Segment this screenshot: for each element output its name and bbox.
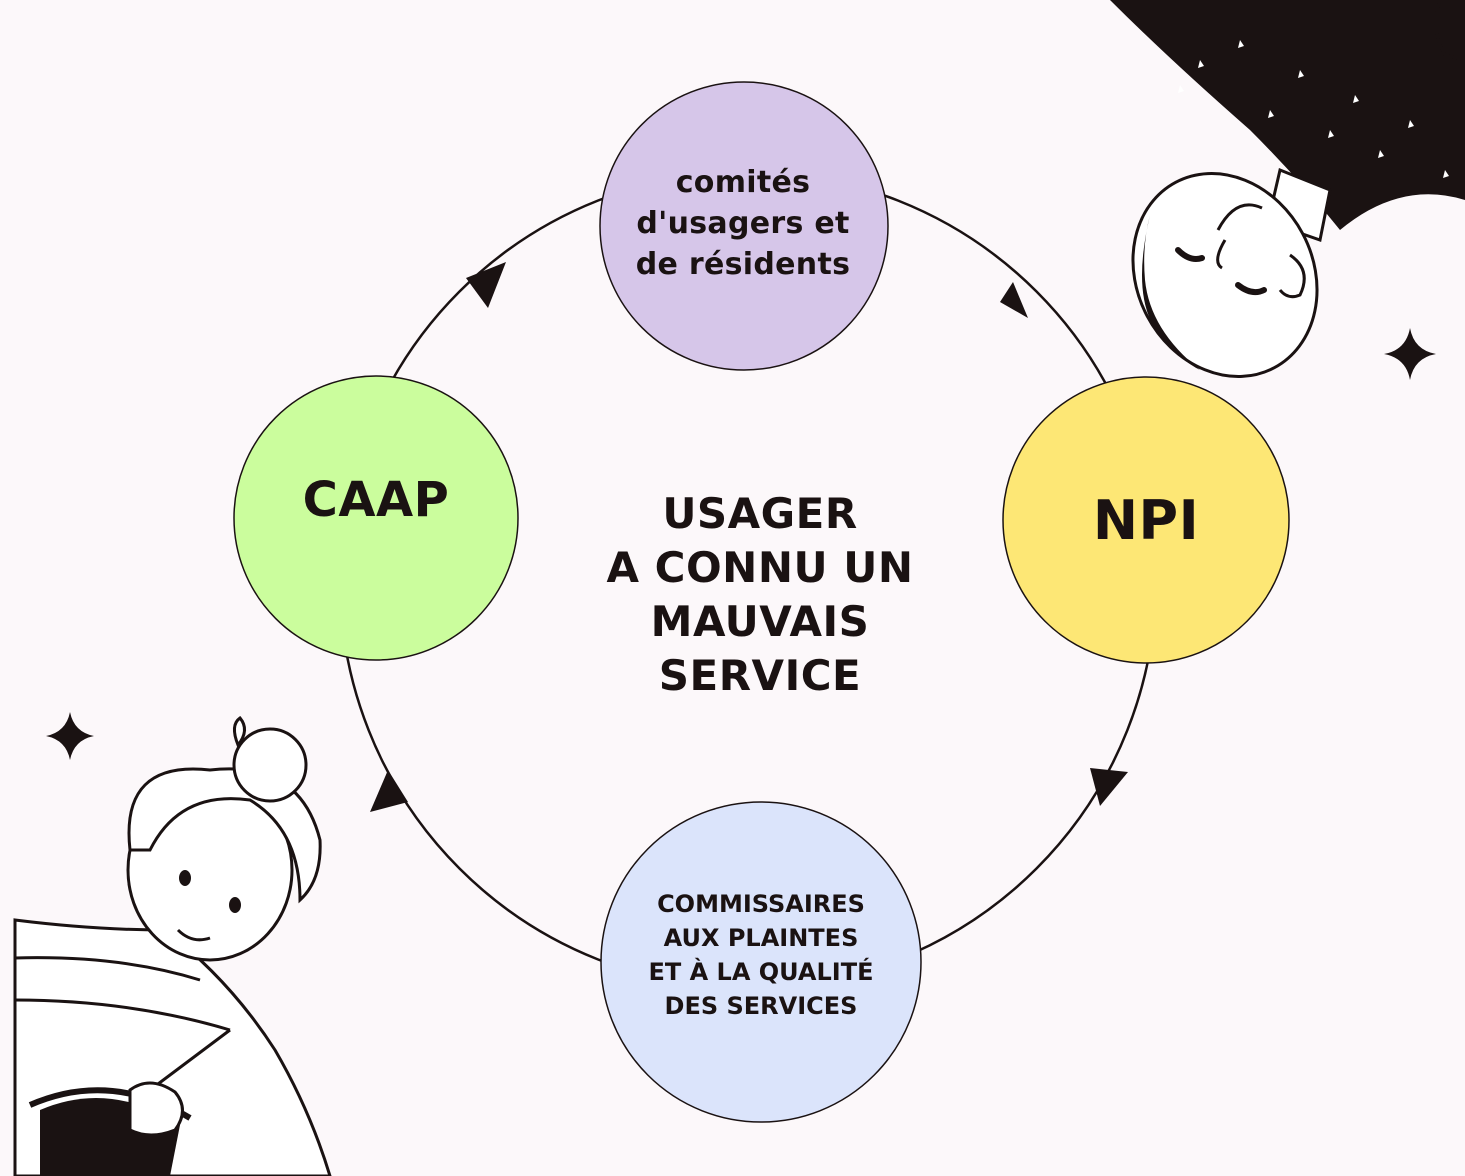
woman-shirt-stripe-1 <box>14 956 201 982</box>
person-head <box>1131 172 1319 378</box>
arrow-commissaires-to-caap <box>370 770 408 812</box>
node-circle-comites <box>599 81 889 371</box>
person-ear <box>1278 253 1306 299</box>
node-label-caap: CAAP <box>302 472 450 528</box>
sparkle-icon <box>1384 328 1436 380</box>
woman-eye-left <box>179 870 191 886</box>
woman-eye-right <box>229 897 241 913</box>
person-upside-down-illustration <box>1110 0 1465 378</box>
node-label-npi: NPI <box>1092 488 1200 552</box>
person-eye-right <box>1235 282 1267 296</box>
person-brow <box>1216 203 1263 231</box>
arrow-npi-to-commissaires <box>1090 768 1128 806</box>
center-label: USAGER A CONNU UN MAUVAIS SERVICE <box>606 489 914 700</box>
woman-mouth <box>176 928 211 942</box>
woman-bun-leaf <box>233 715 246 748</box>
sparkle-icon <box>46 712 94 760</box>
arrow-caap-to-comites <box>466 262 506 308</box>
woman-with-pot-illustration <box>13 715 332 1176</box>
person-right-arm <box>1434 0 1465 62</box>
shirt-sparkles <box>1178 40 1449 178</box>
woman-hair-bun <box>232 727 308 803</box>
woman-shirt-stripe-2 <box>14 998 231 1032</box>
node-circle-commissaires <box>600 801 922 1123</box>
person-nose <box>1216 239 1227 270</box>
node-label-commissaires: COMMISSAIRES AUX PLAINTES ET À LA QUALIT… <box>648 890 874 1020</box>
node-label-comites: comités d'usagers et de résidents <box>635 164 851 282</box>
person-eye-left <box>1175 247 1205 262</box>
node-circle-caap <box>233 375 519 661</box>
node-circle-npi <box>1002 376 1290 664</box>
person-shirt <box>1110 0 1465 230</box>
woman-hand <box>128 1081 184 1137</box>
arrow-comites-to-npi <box>1000 282 1028 318</box>
